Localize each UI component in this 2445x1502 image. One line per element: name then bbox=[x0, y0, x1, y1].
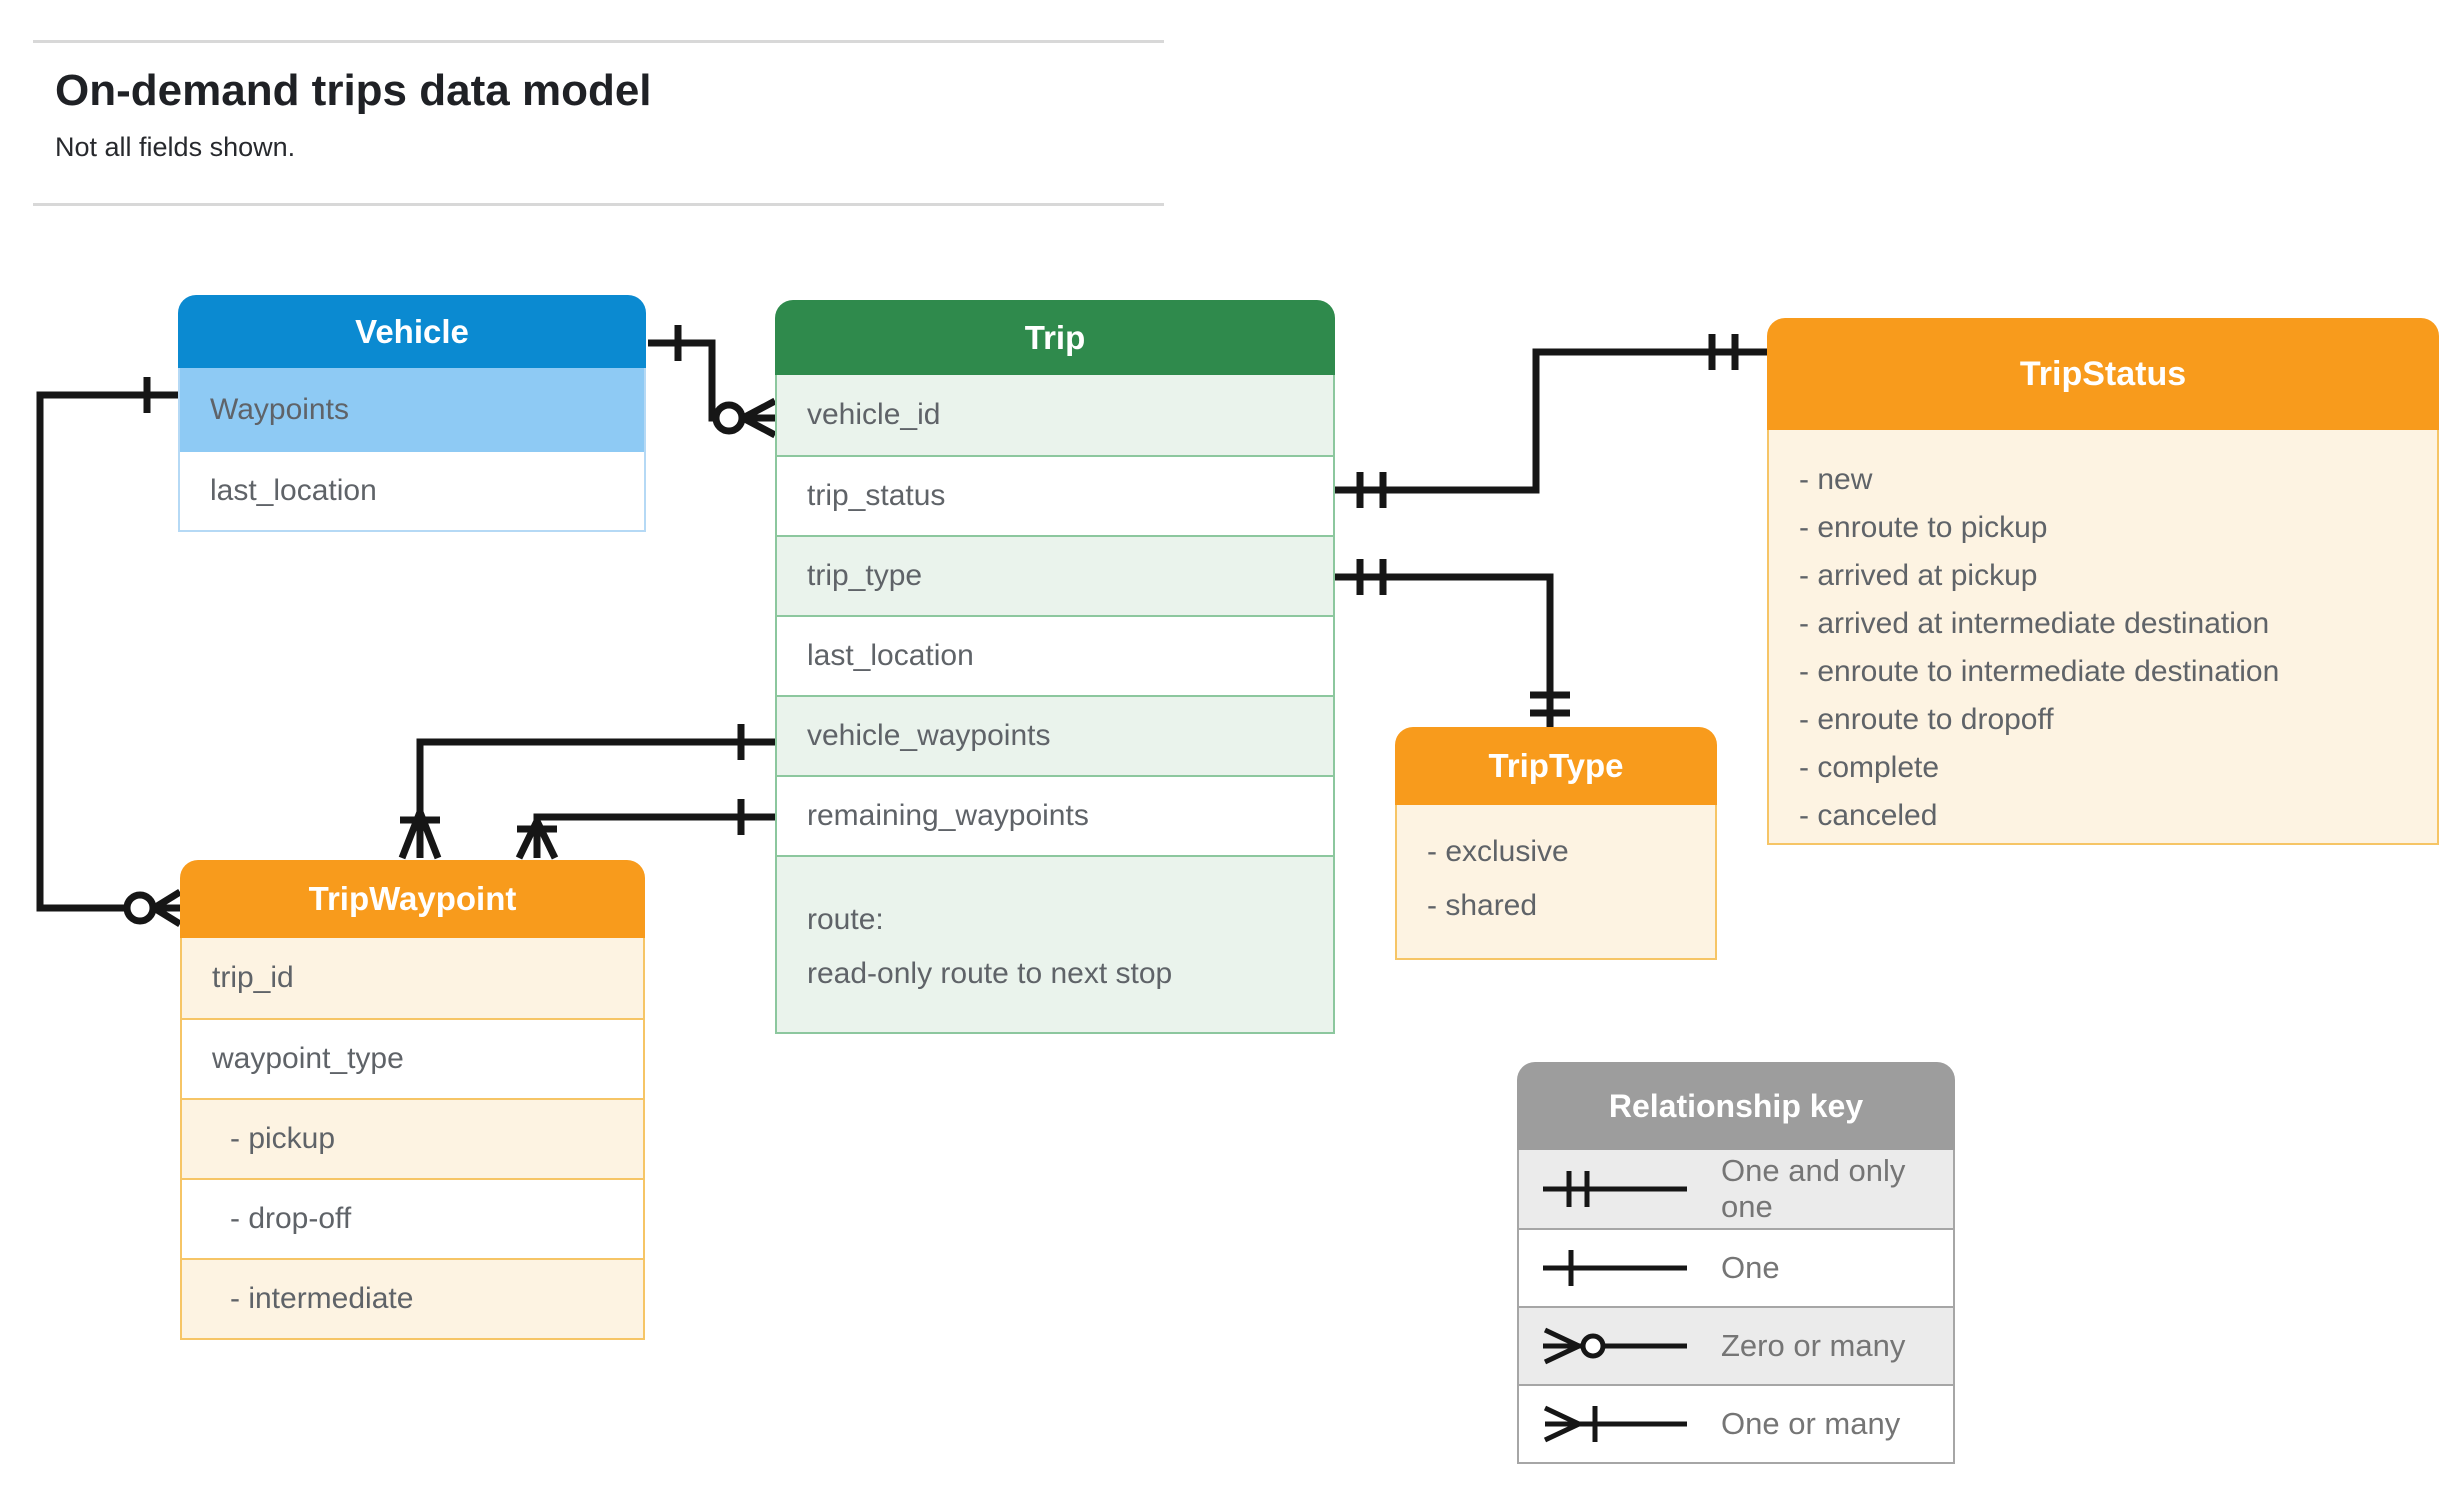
zero-circle-icon bbox=[712, 401, 746, 435]
list-item: - arrived at intermediate destination bbox=[1799, 607, 2270, 640]
entity-vehicle-title: Vehicle bbox=[355, 312, 469, 350]
table-row-waypoint-type: waypoint_type bbox=[182, 1018, 643, 1098]
table-row-trip-status: trip_status bbox=[777, 455, 1333, 535]
page-title: On-demand trips data model bbox=[55, 66, 652, 115]
connector-line bbox=[416, 738, 775, 858]
entity-vehicle: Vehicle Waypoints last_location bbox=[178, 295, 646, 532]
list-item: - canceled bbox=[1799, 799, 1938, 832]
relationship-key-header: Relationship key bbox=[1517, 1062, 1955, 1150]
connector-line bbox=[1335, 348, 1767, 494]
list-item: - new bbox=[1799, 463, 1873, 496]
title-bottom-divider bbox=[33, 203, 1164, 206]
route-label: route: bbox=[807, 903, 884, 936]
table-row-drop-off: - drop-off bbox=[182, 1178, 643, 1258]
triptype-value-list: - exclusive - shared bbox=[1397, 805, 1715, 933]
table-row-route: route: read-only route to next stop bbox=[777, 855, 1333, 1032]
crow-foot-icon bbox=[398, 810, 442, 860]
list-item: - enroute to pickup bbox=[1799, 511, 2048, 544]
entity-vehicle-body: Waypoints last_location bbox=[178, 368, 646, 532]
connector-line bbox=[1335, 573, 1554, 727]
entity-tripwaypoint-header: TripWaypoint bbox=[180, 860, 645, 938]
entity-triptype: TripType - exclusive - shared bbox=[1395, 727, 1717, 960]
list-item: - complete bbox=[1799, 751, 1940, 784]
entity-tripwaypoint-title: TripWaypoint bbox=[308, 880, 517, 917]
top-divider bbox=[33, 40, 1164, 43]
zero-or-many-icon bbox=[1543, 1327, 1687, 1365]
one-icon bbox=[1543, 1250, 1687, 1286]
connector-trip-to-triptype bbox=[1335, 559, 1570, 727]
entity-trip-header: Trip bbox=[775, 300, 1335, 375]
table-row-trip-type: trip_type bbox=[777, 535, 1333, 615]
connector-line bbox=[36, 391, 178, 912]
crow-foot-icon bbox=[741, 397, 777, 439]
one-and-only-one-icon bbox=[1543, 1171, 1687, 1207]
route-description: read-only route to next stop bbox=[807, 957, 1173, 990]
table-row-intermediate: - intermediate bbox=[182, 1258, 643, 1338]
zero-circle-icon bbox=[123, 891, 157, 925]
connector-vehicle-to-trip bbox=[648, 325, 777, 439]
legend-row-one-and-only-one: One and only one bbox=[1519, 1150, 1953, 1228]
entity-tripstatus-body: - new - enroute to pickup - arrived at p… bbox=[1767, 430, 2439, 845]
legend-label: One bbox=[1721, 1250, 1780, 1285]
connector-waypoints-to-tripwaypoint bbox=[36, 377, 182, 927]
entity-trip-title: Trip bbox=[1024, 318, 1086, 356]
list-item: - arrived at pickup bbox=[1799, 559, 2038, 592]
table-row-vehicle-id: vehicle_id bbox=[777, 375, 1333, 455]
table-row-waypoints: Waypoints bbox=[180, 368, 644, 452]
entity-triptype-title: TripType bbox=[1488, 747, 1624, 784]
legend-label: Zero or many bbox=[1721, 1328, 1906, 1363]
table-row-vehicle-waypoints: vehicle_waypoints bbox=[777, 695, 1333, 775]
one-or-many-icon bbox=[1543, 1405, 1687, 1443]
legend-row-zero-or-many: Zero or many bbox=[1519, 1306, 1953, 1384]
table-row-trip-id: trip_id bbox=[182, 938, 643, 1018]
connector-remainingwaypoints-to-tripwaypoint bbox=[515, 799, 775, 860]
page-subtitle: Not all fields shown. bbox=[55, 132, 296, 162]
list-item: - enroute to intermediate destination bbox=[1799, 655, 2280, 688]
entity-trip: Trip vehicle_id trip_status trip_type la… bbox=[775, 300, 1335, 1034]
entity-vehicle-header: Vehicle bbox=[178, 295, 646, 368]
entity-triptype-header: TripType bbox=[1395, 727, 1717, 805]
entity-tripstatus-title: TripStatus bbox=[2019, 354, 2187, 393]
table-row-last-location: last_location bbox=[777, 615, 1333, 695]
legend-label: One and only one bbox=[1721, 1153, 1906, 1224]
crow-foot-icon bbox=[152, 889, 182, 927]
list-item: - enroute to dropoff bbox=[1799, 703, 2054, 736]
table-row-pickup: - pickup bbox=[182, 1098, 643, 1178]
connector-vehiclewaypoints-to-tripwaypoint bbox=[398, 724, 775, 860]
relationship-key-body: One and only one One Zero or many bbox=[1517, 1150, 1955, 1464]
entity-tripstatus: TripStatus - new - enroute to pickup - a… bbox=[1767, 318, 2439, 845]
tripstatus-value-list: - new - enroute to pickup - arrived at p… bbox=[1769, 430, 2437, 840]
entity-tripwaypoint: TripWaypoint trip_id waypoint_type - pic… bbox=[180, 860, 645, 1340]
connector-line bbox=[648, 339, 717, 422]
connector-line bbox=[533, 813, 775, 858]
relationship-key: Relationship key One and only one One bbox=[1517, 1062, 1955, 1464]
list-item: - exclusive bbox=[1427, 835, 1569, 868]
relationship-key-title: Relationship key bbox=[1608, 1087, 1864, 1124]
connector-trip-to-tripstatus bbox=[1335, 334, 1767, 508]
entity-tripstatus-header: TripStatus bbox=[1767, 318, 2439, 430]
legend-label: One or many bbox=[1721, 1406, 1901, 1441]
table-row-last-location: last_location bbox=[180, 452, 644, 530]
entity-tripwaypoint-body: trip_id waypoint_type - pickup - drop-of… bbox=[180, 938, 645, 1340]
legend-row-one: One bbox=[1519, 1228, 1953, 1306]
legend-row-one-or-many: One or many bbox=[1519, 1384, 1953, 1462]
table-row-remaining-waypoints: remaining_waypoints bbox=[777, 775, 1333, 855]
list-item: - shared bbox=[1427, 889, 1538, 922]
crow-foot-icon bbox=[515, 819, 559, 860]
entity-triptype-body: - exclusive - shared bbox=[1395, 805, 1717, 960]
entity-trip-body: vehicle_id trip_status trip_type last_lo… bbox=[775, 375, 1335, 1034]
